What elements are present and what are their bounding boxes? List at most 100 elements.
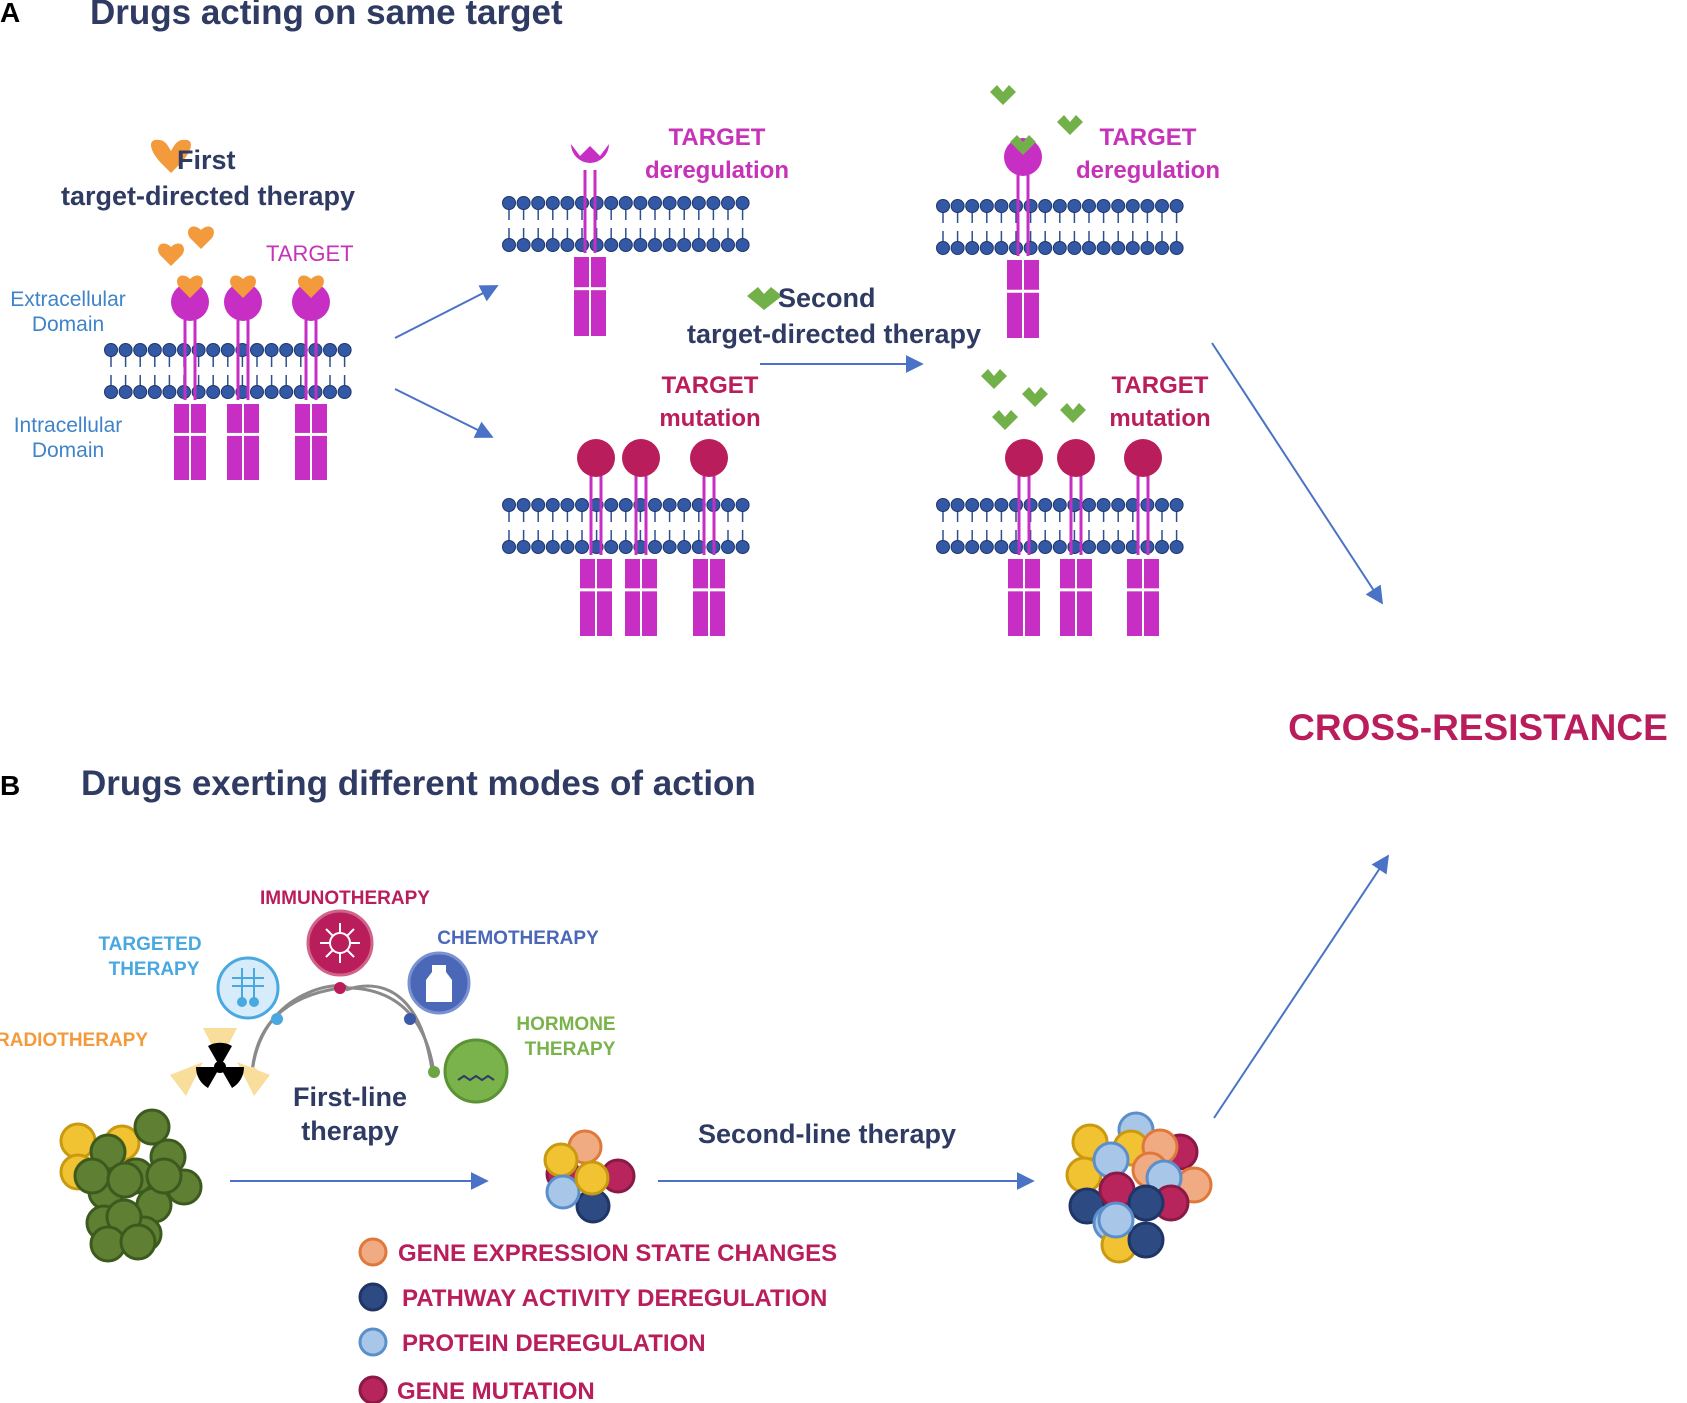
- tumor-cell: [145, 1157, 183, 1195]
- intracellular-line2: Domain: [32, 439, 104, 462]
- receptor: [1005, 439, 1043, 636]
- kinase-block: [227, 404, 242, 433]
- lipid-head: [104, 385, 118, 399]
- lipid-head: [1096, 540, 1111, 554]
- lipid-head: [1052, 498, 1067, 512]
- lipid-head: [1155, 540, 1169, 554]
- lipid-head: [1038, 540, 1053, 554]
- kinase-block: [244, 435, 259, 480]
- lipid-head: [545, 238, 560, 252]
- kinase-block: [597, 591, 612, 636]
- kinase-block: [1025, 591, 1040, 636]
- receptor-head: [1004, 138, 1042, 176]
- immunotherapy-label: IMMUNOTHERAPY: [260, 888, 430, 909]
- lipid-head: [516, 196, 531, 210]
- legend-swatch-protein: [358, 1327, 388, 1357]
- lipid-head: [677, 196, 692, 210]
- immunotherapy-icon: [306, 909, 374, 977]
- receptor-head: [1057, 439, 1095, 477]
- lipid-head: [735, 540, 750, 554]
- radiation-trefoil-icon: [195, 1042, 245, 1088]
- receptor-head: [1124, 439, 1162, 477]
- lipid-head: [604, 238, 619, 252]
- lipid-head: [560, 498, 575, 512]
- lipid-head: [1140, 241, 1155, 255]
- kinase-block: [174, 435, 189, 480]
- kinase-block: [312, 435, 327, 480]
- kinase-block: [1007, 292, 1022, 338]
- lipid-head: [648, 498, 662, 512]
- kinase-block: [1127, 559, 1142, 589]
- kinase-block: [580, 591, 595, 636]
- arrow-to-mutation: [394, 388, 494, 438]
- lipid-head: [118, 385, 133, 399]
- lipid-head: [560, 540, 575, 554]
- tumor-cell: [1092, 1141, 1130, 1179]
- kinase-block: [244, 404, 259, 433]
- drug-bottle-icon: [426, 965, 452, 1002]
- legend-label-protein: PROTEIN DEREGULATION: [402, 1330, 706, 1357]
- arc-node-hormone: [428, 1066, 440, 1078]
- cell-membrane: [104, 343, 352, 399]
- mutation-mid-line2: mutation: [659, 405, 760, 432]
- lipid-head: [1052, 199, 1067, 213]
- lipid-head: [662, 196, 677, 210]
- panel-a-letter: A: [0, 0, 20, 28]
- lipid-head: [994, 241, 1009, 255]
- lipid-head: [618, 498, 633, 512]
- lipid-head: [516, 540, 531, 554]
- free-drug-chevron-icon: [981, 369, 1007, 389]
- lipid-head: [206, 385, 221, 399]
- lipid-head: [965, 241, 980, 255]
- lipid-head: [604, 196, 619, 210]
- lipid-head: [337, 385, 352, 399]
- lipid-head: [162, 343, 177, 357]
- lipid-head: [662, 540, 677, 554]
- lipid-head: [662, 238, 677, 252]
- lipid-head: [1111, 540, 1126, 554]
- lipid-head: [1111, 498, 1126, 512]
- arrow-to-cross-resistance-a: [1211, 342, 1383, 605]
- lipid-head: [618, 540, 633, 554]
- target-label: TARGET: [266, 241, 354, 266]
- lipid-head: [662, 498, 677, 512]
- lipid-head: [1096, 498, 1111, 512]
- lipid-head: [1023, 241, 1038, 255]
- kinase-block: [227, 435, 242, 480]
- lipid-head: [1009, 540, 1023, 554]
- residual-tumor-cluster: [543, 1129, 636, 1224]
- receptor-head: [571, 144, 609, 163]
- lipid-head: [531, 238, 546, 252]
- kinase-block: [710, 559, 725, 589]
- kinase-block: [591, 257, 606, 288]
- legend: GENE EXPRESSION STATE CHANGES PATHWAY AC…: [358, 1237, 837, 1403]
- arc-node-targeted: [271, 1013, 283, 1025]
- receptor: [577, 439, 615, 636]
- extracellular-line2: Domain: [32, 313, 104, 336]
- lipid-head: [1038, 199, 1053, 213]
- kinase-block: [597, 559, 612, 589]
- lipid-head: [936, 199, 950, 213]
- receptor: [1124, 439, 1162, 636]
- kinase-block: [1008, 591, 1023, 636]
- lipid-head: [1052, 540, 1067, 554]
- second-drug-icon: [747, 287, 782, 310]
- tumor-cell: [1127, 1184, 1165, 1222]
- antibody-icon: [320, 923, 360, 963]
- lipid-head: [936, 540, 950, 554]
- first-therapy-line1: First: [177, 145, 236, 175]
- mutation-mid-line1: TARGET: [662, 372, 759, 399]
- kinase-block: [642, 559, 657, 589]
- receptor-head: [622, 439, 660, 477]
- free-drug-chevron-icon: [992, 410, 1018, 430]
- free-drug-chevron-icon: [990, 85, 1016, 105]
- receptor-head: [224, 283, 262, 321]
- lipid-head: [979, 199, 994, 213]
- legend-label-pathway: PATHWAY ACTIVITY DEREGULATION: [402, 1285, 827, 1312]
- arc-node-immuno: [334, 982, 346, 994]
- lipid-head: [133, 343, 148, 357]
- kinase-block: [710, 591, 725, 636]
- radiation-icon-bg: [170, 1028, 270, 1096]
- bound-drug-heart-icon: [177, 275, 203, 298]
